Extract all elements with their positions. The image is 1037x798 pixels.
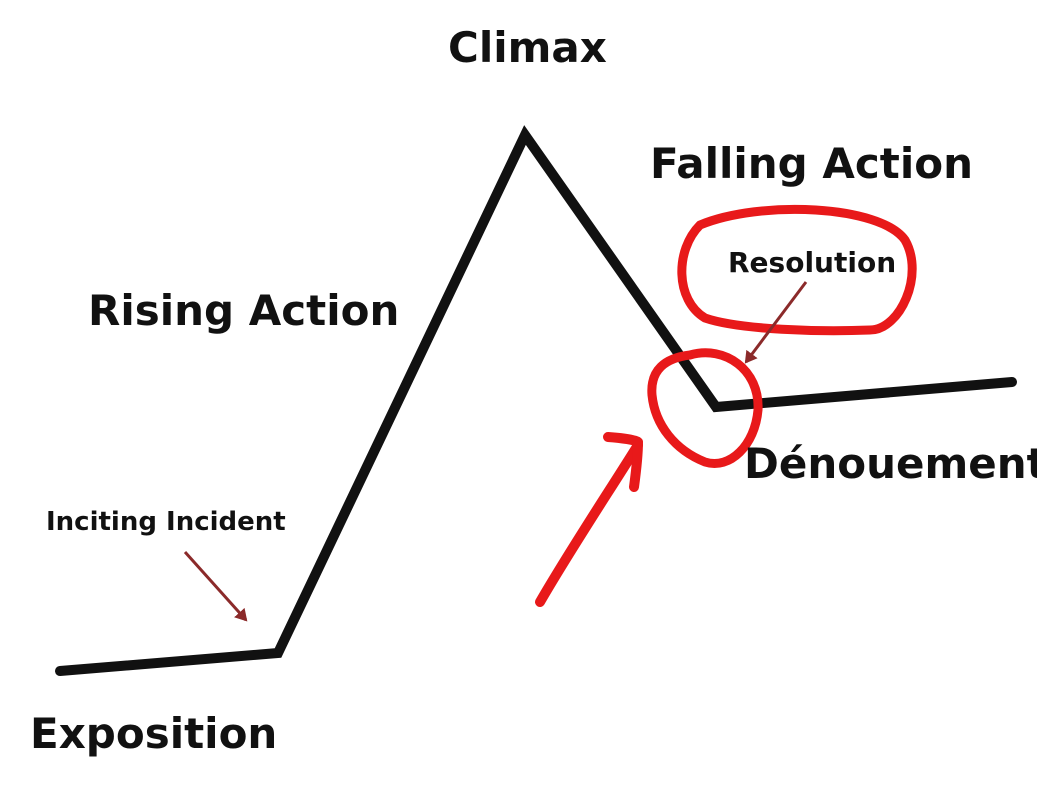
- inciting-incident-pointer-arrow: [183, 550, 248, 622]
- resolution-point-circle: [647, 348, 763, 468]
- inciting-incident-label: Inciting Incident: [46, 507, 286, 537]
- exposition-label: Exposition: [30, 709, 277, 758]
- red-pointer-arrowhead: [603, 432, 643, 492]
- denouement-label: Dénouement: [744, 439, 1037, 488]
- resolution-label: Resolution: [728, 246, 896, 279]
- climax-label: Climax: [448, 23, 607, 72]
- plot-line: [55, 125, 1017, 676]
- red-pointer-arrow: [535, 440, 643, 607]
- rising-action-label: Rising Action: [88, 286, 399, 335]
- resolution-pointer-arrow: [744, 281, 808, 364]
- resolution-highlight-circle: [677, 204, 917, 336]
- falling-action-label: Falling Action: [650, 139, 973, 188]
